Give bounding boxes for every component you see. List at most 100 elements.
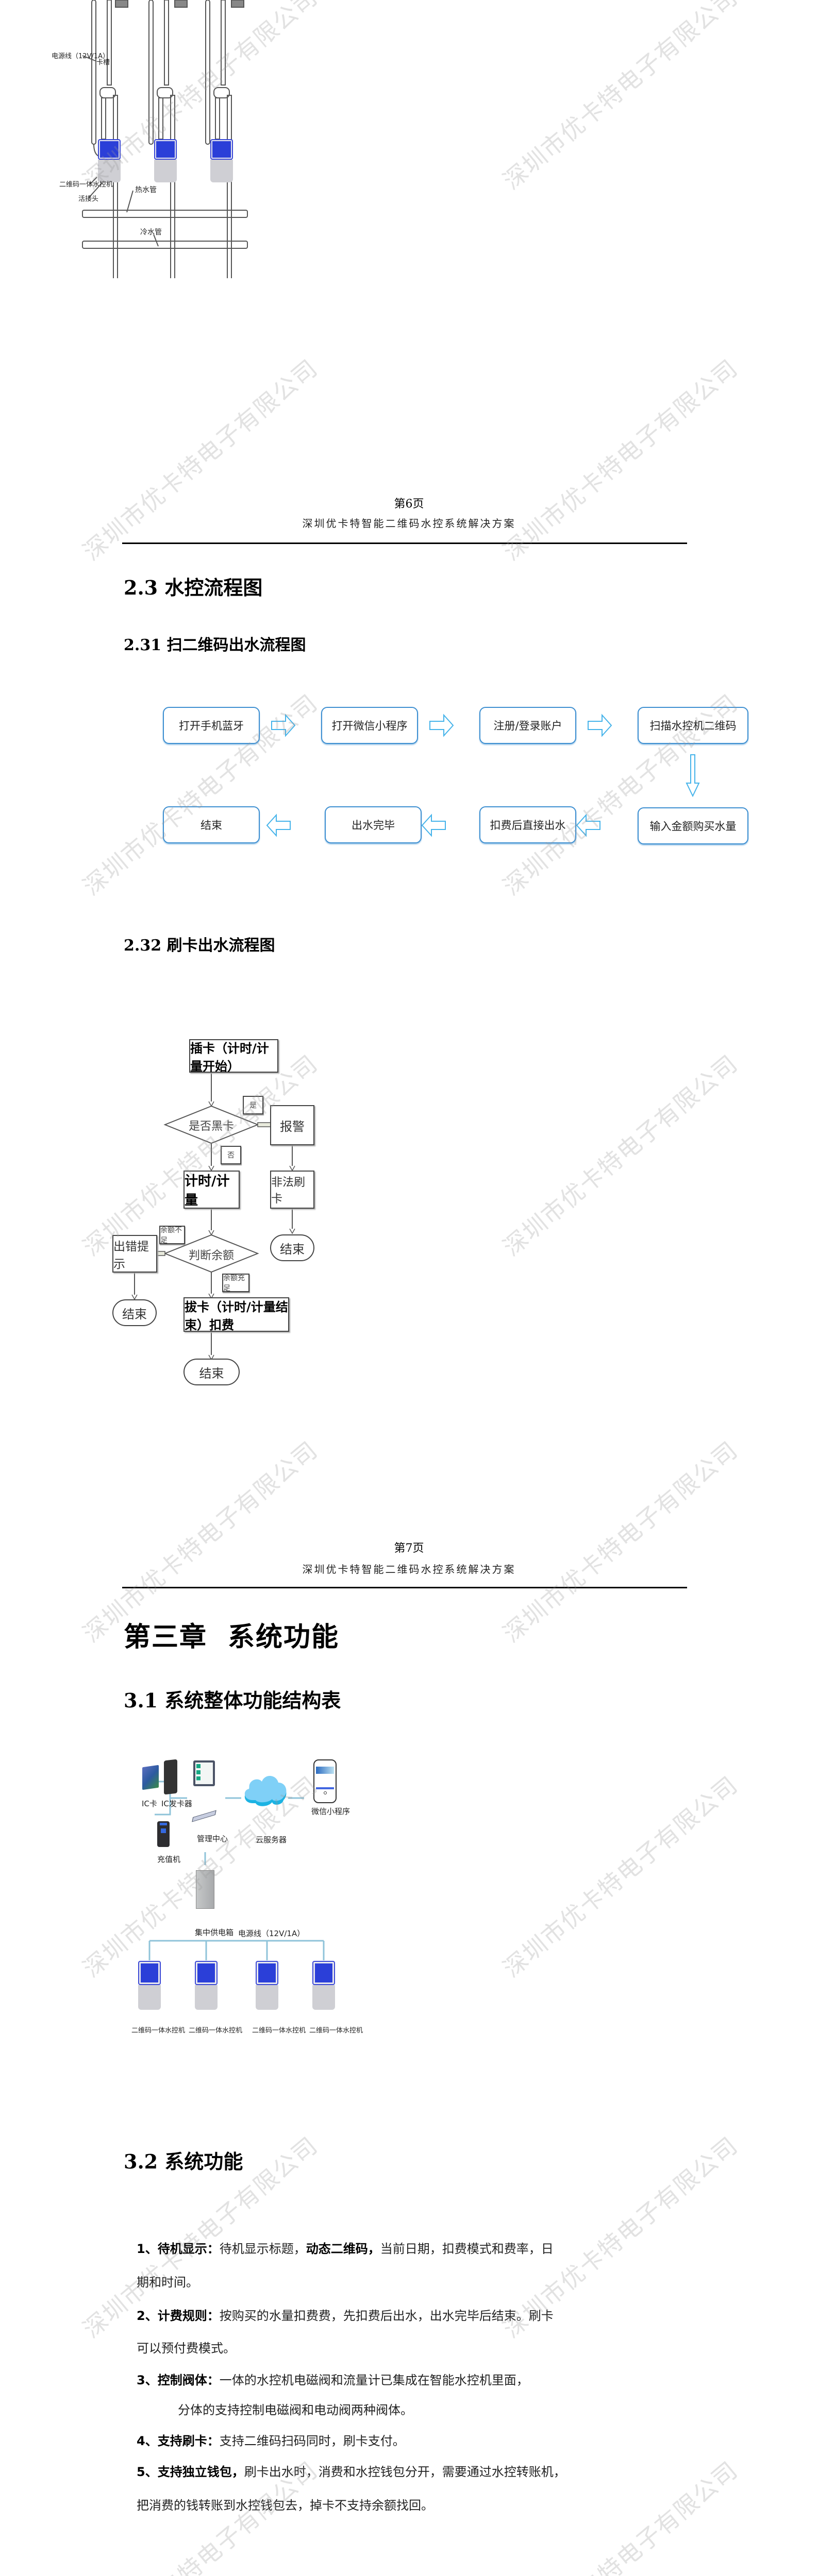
section-heading-3-1: 3.1 系统整体功能结构表 [124,1689,341,1712]
page-number: 第6页 [394,498,424,511]
management-center-label: 管理中心 [197,1834,228,1843]
function-text: 待机显示标题， [219,2242,306,2256]
flow-step-end: 结束 [163,806,260,843]
function-highlight: 动态二维码， [306,2242,380,2256]
function-item-3: 3、控制阀体：一体的水控机电磁阀和流量计已集成在智能水控机里面， [137,2370,529,2388]
qr-water-controller-device [312,1961,335,2010]
arrow-right-icon [271,714,296,737]
arrow-down-icon [686,754,700,798]
function-label: 3、控制阀体： [137,2373,220,2387]
flow-step-login: 注册/登录账户 [479,707,576,744]
function-text: 按购买的水量扣费费，先扣费后出水，出水完毕后结束。刷卡 [219,2309,554,2323]
function-text: 当前日期，扣费模式和费率，日 [380,2242,554,2256]
arrow-down-icon [208,1230,214,1236]
section-heading-3-2: 3.2 系统功能 [124,2150,243,2173]
function-item-1-cont: 期和时间。 [137,2275,198,2290]
page-footer-title: 深圳优卡特智能二维码水控系统解决方案 [302,1563,516,1575]
phone-icon [313,1759,337,1803]
controller-label: 二维码一体水控机 [309,2027,363,2035]
function-text: 一体的水控机电磁阀和流量计已集成在智能水控机里面， [219,2373,529,2387]
flow-step-water-done: 出水完毕 [325,806,422,843]
function-label: 2、计费规则： [137,2309,220,2323]
flow-tag-insufficient: 余额不足 [159,1226,185,1245]
power-box-label: 集中供电箱 [195,1928,234,1937]
page-divider [122,1587,687,1588]
flow-node-end-bottom: 结束 [183,1359,240,1385]
cloud-icon [244,1775,287,1806]
qr-controller-label: 二维码一体水控机 [59,181,113,189]
flow-step-scan-qr: 扫描水控机二维码 [638,707,748,744]
recharger-label: 充值机 [157,1855,181,1864]
function-label: 1、待机显示： [137,2242,220,2256]
page-footer-title: 深圳优卡特智能二维码水控系统解决方案 [302,517,516,530]
flow-node-error-prompt: 出错提示 [112,1235,157,1273]
arrow-left-icon [421,814,446,837]
recharger-icon [157,1821,170,1847]
flow-node-end-left: 结束 [112,1299,157,1326]
controller-label: 二维码一体水控机 [252,2027,306,2035]
flow-node-remove-card: 拔卡（计时/计量结束）扣费 [183,1297,289,1332]
flow-arrows [266,714,700,837]
page-number: 第7页 [394,1542,424,1555]
section-heading-2-31: 2.31 扫二维码出水流程图 [124,636,306,654]
flow-step-open-bluetooth: 打开手机蓝牙 [163,707,260,744]
flow-node-balance-check: 判断余额 [188,1249,234,1262]
ic-card-label: IC卡 [142,1799,157,1808]
flow-node-alarm: 报警 [270,1105,314,1145]
page-divider [122,543,687,544]
qr-water-controller-device [98,139,121,184]
power-cable-label: 电源线（12V/1A） [52,53,109,60]
flow-node-insert-card: 插卡（计时/计量开始） [189,1039,278,1074]
cloud-server-label: 云服务器 [256,1835,287,1844]
ic-card-icon [142,1765,159,1790]
chapter-number: 第三章 [124,1621,208,1653]
arrow-right-icon [429,714,454,737]
install-diagram: 电源线（12V/1A） 卡槽 二维码一体水控机 活接头 热水管 冷水管 [0,0,818,278]
flow-step-deduct-dispense: 扣费后直接出水 [479,806,576,843]
function-item-3-cont: 分体的支持控制电磁阀和电动阀两种阀体。 [178,2403,413,2417]
function-label: 4、支持刷卡： [137,2434,220,2448]
power-line-label: 电源线（12V/1A） [238,1929,305,1938]
qr-water-controller-device [138,1961,161,2010]
monitor-icon [193,1760,215,1786]
arrow-left-icon [266,814,291,837]
arrow-right-icon [588,714,612,737]
flow-tag-yes: 是 [243,1096,263,1114]
cold-pipe-label: 冷水管 [140,228,162,236]
controller-label: 二维码一体水控机 [131,2027,186,2035]
flow-node-end-right: 结束 [270,1234,314,1261]
arrow-down-icon [289,1228,295,1234]
qr-water-controller-device [256,1961,278,2010]
arrow-down-icon [208,1101,214,1107]
flow-node-illegal-card: 非法刷卡 [270,1171,314,1209]
function-label: 5、支持独立钱包， [137,2465,244,2479]
ic-issuer-label: IC发卡器 [161,1799,192,1808]
flow-node-blacklist-check: 是否黑卡 [188,1120,234,1133]
function-item-4: 4、支持刷卡：支持二维码扫码同时，刷卡支付。 [137,2431,405,2449]
ic-issuer-icon [164,1759,177,1795]
card-slot-label: 卡槽 [96,59,110,66]
flow-node-timing: 计时/计量 [183,1171,240,1209]
chapter-heading: 第三章系统功能 [124,1615,339,1654]
function-item-1: 1、待机显示：待机显示标题，动态二维码，当前日期，扣费模式和费率，日 [137,2239,554,2257]
hot-pipe-label: 热水管 [135,186,157,194]
function-text: 刷卡出水时，消费和水控钱包分开，需要通过水控转账机， [244,2465,566,2479]
arrow-left-icon [576,814,600,837]
function-item-2: 2、计费规则：按购买的水量扣费费，先扣费后出水，出水完毕后结束。刷卡 [137,2306,554,2324]
chapter-title: 系统功能 [228,1621,340,1653]
flow-step-enter-amount: 输入金额购买水量 [638,807,748,844]
flow-tag-no: 否 [221,1146,241,1164]
flow-step-open-miniprogram: 打开微信小程序 [321,707,418,744]
controller-label: 二维码一体水控机 [189,2027,243,2035]
function-item-5: 5、支持独立钱包，刷卡出水时，消费和水控钱包分开，需要通过水控转账机， [137,2462,566,2480]
section-heading-2-3: 2.3 水控流程图 [124,576,263,599]
qr-water-controller-device [195,1961,218,2010]
union-joint-label: 活接头 [78,195,99,203]
function-item-2-cont: 可以预付费模式。 [137,2341,236,2355]
power-box-icon [196,1870,214,1909]
section-heading-2-32: 2.32 刷卡出水流程图 [124,937,275,955]
qr-water-controller-device [210,139,233,184]
function-text: 支持二维码扫码同时，刷卡支付。 [219,2434,405,2448]
flow-tag-sufficient: 余额充足 [222,1274,249,1293]
function-item-5-cont: 把消费的钱转账到水控钱包去，掉卡不支持余额找回。 [137,2498,433,2513]
